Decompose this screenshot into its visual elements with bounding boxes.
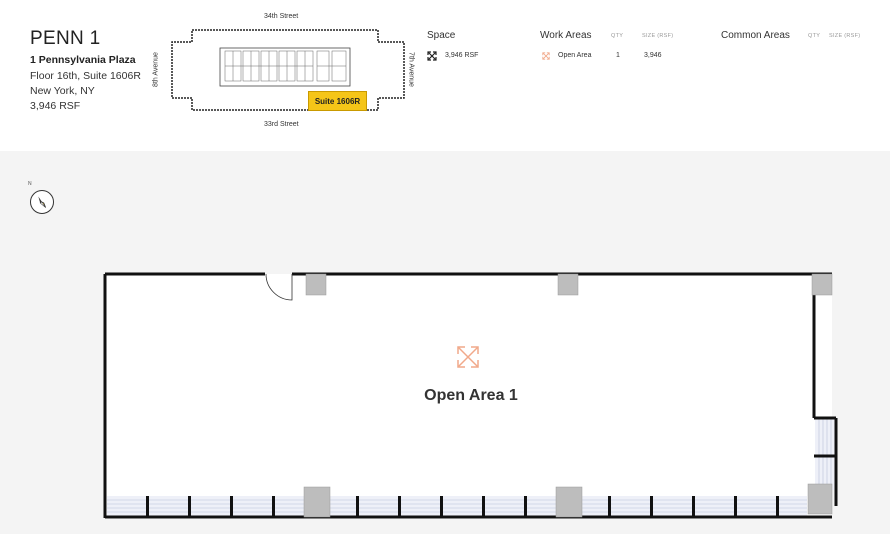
work-areas-qty-header: QTY bbox=[611, 33, 624, 39]
common-areas-qty-header: QTY bbox=[808, 33, 821, 39]
building-title: PENN 1 bbox=[30, 28, 101, 49]
work-areas-size-header: SIZE (RSF) bbox=[642, 33, 674, 39]
street-south: 33rd Street bbox=[264, 121, 299, 128]
building-address: 1 Pennsylvania Plaza bbox=[30, 54, 136, 66]
building-size: 3,946 RSF bbox=[30, 100, 81, 112]
open-area-icon bbox=[542, 52, 550, 60]
common-areas-size-header: SIZE (RSF) bbox=[829, 33, 861, 39]
space-size: 3,946 RSF bbox=[445, 52, 479, 59]
floor-plan[interactable] bbox=[0, 260, 890, 534]
work-areas-heading: Work Areas bbox=[540, 30, 592, 41]
building-mini-map[interactable] bbox=[170, 28, 410, 112]
compass-icon[interactable] bbox=[30, 190, 54, 214]
street-west: 8th Avenue bbox=[152, 52, 160, 87]
compass-needle-icon bbox=[38, 196, 46, 208]
suite-highlight[interactable]: Suite 1606R bbox=[308, 91, 367, 111]
header-panel: PENN 1 1 Pennsylvania Plaza Floor 16th, … bbox=[0, 0, 890, 151]
expand-arrows-icon bbox=[427, 51, 437, 61]
open-area-label[interactable]: Open Area 1 bbox=[424, 387, 518, 404]
work-area-qty: 1 bbox=[616, 52, 620, 59]
floor-suite: Floor 16th, Suite 1606R bbox=[30, 70, 141, 82]
work-area-size: 3,946 bbox=[644, 52, 662, 59]
work-area-name[interactable]: Open Area bbox=[558, 52, 592, 59]
city: New York, NY bbox=[30, 85, 95, 97]
common-areas-heading: Common Areas bbox=[721, 30, 790, 41]
north-label: N bbox=[28, 181, 32, 187]
space-heading: Space bbox=[427, 30, 456, 41]
open-area-plan-icon bbox=[457, 346, 479, 368]
street-north: 34th Street bbox=[264, 13, 299, 20]
